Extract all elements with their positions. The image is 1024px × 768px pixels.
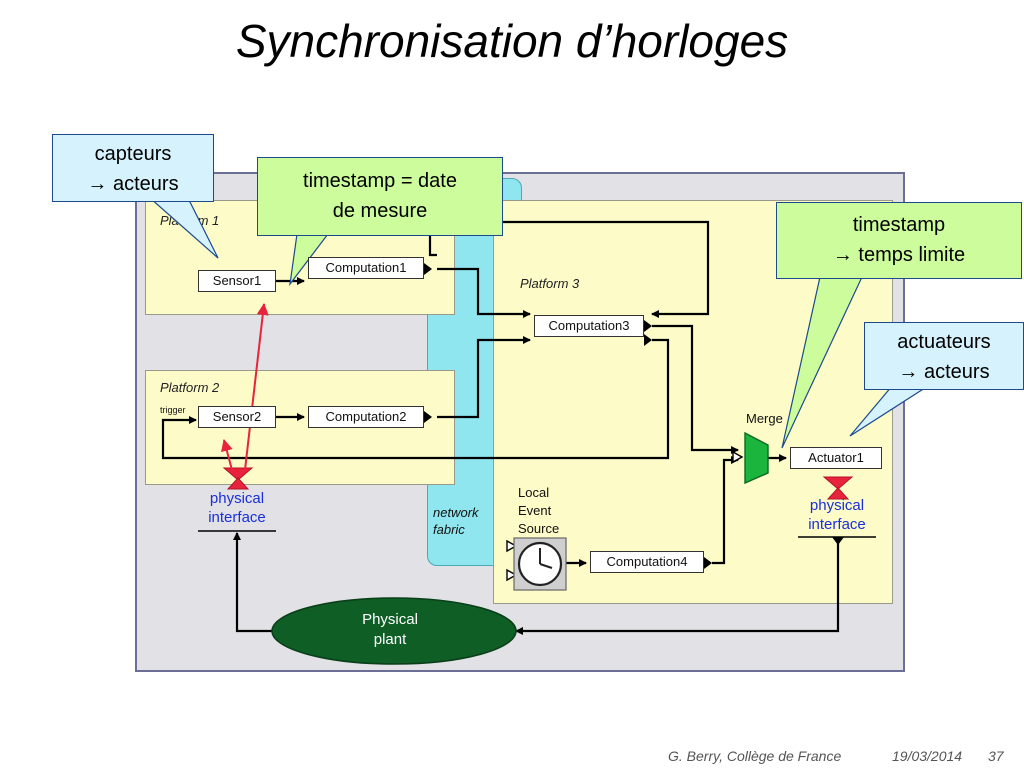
physical-plant-label-1: Physical (362, 611, 418, 628)
footer-author: G. Berry, Collège de France (668, 748, 842, 764)
wire-comp2-comp3 (437, 336, 531, 419)
platform-2-label: Platform 2 (160, 380, 220, 395)
sensor1-block: Sensor1 (198, 270, 276, 292)
callout-timestamp-deadline: timestamp → temps limite (776, 202, 1022, 279)
callout-timestamp-measure-line-1: timestamp = date (303, 170, 457, 192)
physical-plant (271, 597, 517, 665)
callout-timestamp-deadline-line-1: timestamp (852, 214, 946, 236)
actuator1-block: Actuator1 (790, 447, 882, 469)
local-event-source-label-1: Local (518, 485, 550, 500)
trigger-label: trigger (160, 405, 186, 415)
sensor2-block: Sensor2 (198, 406, 276, 428)
local-event-source-label-3: Source (518, 521, 560, 536)
computation3-block: Computation3 (534, 315, 644, 337)
wire-comp4-merge (712, 456, 739, 565)
wire-interface-right-plant (515, 540, 840, 635)
interface-sync-triangles (222, 467, 854, 500)
local-event-source-label-2: Event (518, 503, 552, 518)
merge-block (744, 431, 769, 485)
wire-comp3-trigger (161, 338, 670, 460)
wire-loop-comp3 (428, 220, 710, 318)
footer-date: 19/03/2014 (892, 748, 963, 764)
callout-actuators-pointer (849, 385, 931, 437)
callout-actuators: actuateurs → acteurs (864, 322, 1024, 390)
callout-actuators-line-1: actuateurs (897, 331, 991, 353)
network-fabric-label-1: network (433, 505, 479, 520)
red-link-sensor2 (221, 439, 233, 471)
callout-sensors-line-2: → acteurs (87, 173, 179, 195)
callout-timestamp-measure-line-2: de mesure (332, 200, 428, 222)
callout-actuators-line-2: → acteurs (898, 361, 990, 383)
local-event-source-clock (513, 537, 567, 591)
wire-comp3-merge (652, 324, 739, 454)
physical-interface-right: physical interface (790, 496, 884, 534)
computation2-block: Computation2 (308, 406, 424, 428)
callout-sensors: capteurs → acteurs (52, 134, 214, 202)
slide-title: Synchronisation d’horloges (235, 15, 789, 67)
footer-page-number: 37 (988, 748, 1004, 764)
computation4-block: Computation4 (590, 551, 704, 573)
merge-label: Merge (746, 411, 783, 426)
physical-interface-left-line-2: interface (208, 509, 266, 526)
physical-interface-right-line-1: physical (809, 497, 865, 514)
wire-comp1-comp3 (437, 267, 531, 318)
computation1-block: Computation1 (308, 257, 424, 279)
callout-timestamp-deadline-pointer (781, 276, 863, 449)
physical-plant-label-2: plant (373, 631, 407, 648)
physical-plant-label: Physical plant (310, 610, 470, 650)
physical-interface-left: physical interface (190, 489, 284, 527)
wire-plant-interface-left (233, 532, 272, 633)
callout-timestamp-deadline-line-2: → temps limite (832, 244, 966, 266)
callout-sensors-pointer (148, 197, 219, 259)
physical-interface-left-line-1: physical (209, 490, 265, 507)
red-link-sensor1 (244, 303, 269, 471)
platform-3-label: Platform 3 (520, 276, 580, 291)
callout-sensors-line-1: capteurs (94, 143, 172, 165)
physical-interface-right-line-2: interface (808, 516, 866, 533)
callout-timestamp-measure: timestamp = date de mesure (257, 157, 503, 236)
network-fabric-label-2: fabric (433, 522, 465, 537)
